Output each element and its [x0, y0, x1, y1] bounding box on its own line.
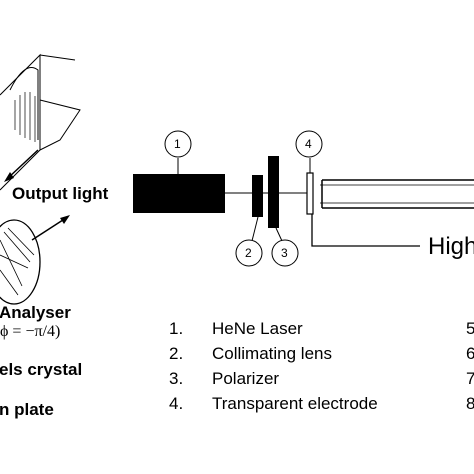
list-item-4-name: Transparent electrode: [212, 394, 378, 413]
list-item-2-name: Collimating lens: [212, 344, 332, 363]
callout-4: 4: [305, 137, 312, 151]
polarizer: [268, 156, 279, 228]
crystal-label: els crystal: [0, 360, 83, 379]
crystal-rod: [320, 179, 474, 209]
list-item-1-number: 1.: [169, 319, 184, 338]
callout-2-circle: [235, 239, 263, 267]
callout-3-circle: [271, 239, 299, 267]
callout-2: 2: [245, 246, 252, 260]
analyser-label: Analyser: [0, 303, 71, 322]
hene-laser: [133, 174, 225, 213]
list-item-3-right: 7: [466, 369, 474, 388]
list-item-1-name: HeNe Laser: [212, 319, 303, 338]
list-item-2-right: 6: [466, 344, 474, 363]
callout-1-circle: [164, 130, 192, 158]
collimating-lens: [252, 175, 263, 217]
wave-sketch: [0, 53, 81, 191]
list-item-3-number: 3.: [169, 369, 184, 388]
high-voltage-lead: [311, 214, 420, 247]
list-item-3-name: Polarizer: [212, 369, 280, 388]
plate-label: n plate: [0, 400, 54, 419]
list-item-1-right: 5: [466, 319, 474, 338]
list-item-4-right: 8: [466, 394, 474, 413]
list-item-2-number: 2.: [169, 344, 184, 363]
callout-1: 1: [174, 137, 181, 151]
transparent-electrode: [306, 172, 314, 215]
callout-4-circle: [295, 130, 323, 158]
analyser-arrow: [31, 217, 67, 241]
high-voltage-label: High: [428, 233, 474, 260]
output-light-label: Output light: [12, 184, 109, 203]
list-item-4-number: 4.: [169, 394, 184, 413]
output-light-arrow: [7, 149, 39, 179]
callout-3: 3: [281, 246, 288, 260]
analyser-icon: [0, 219, 41, 305]
phi-formula: ϕ = −π/4): [0, 323, 61, 340]
